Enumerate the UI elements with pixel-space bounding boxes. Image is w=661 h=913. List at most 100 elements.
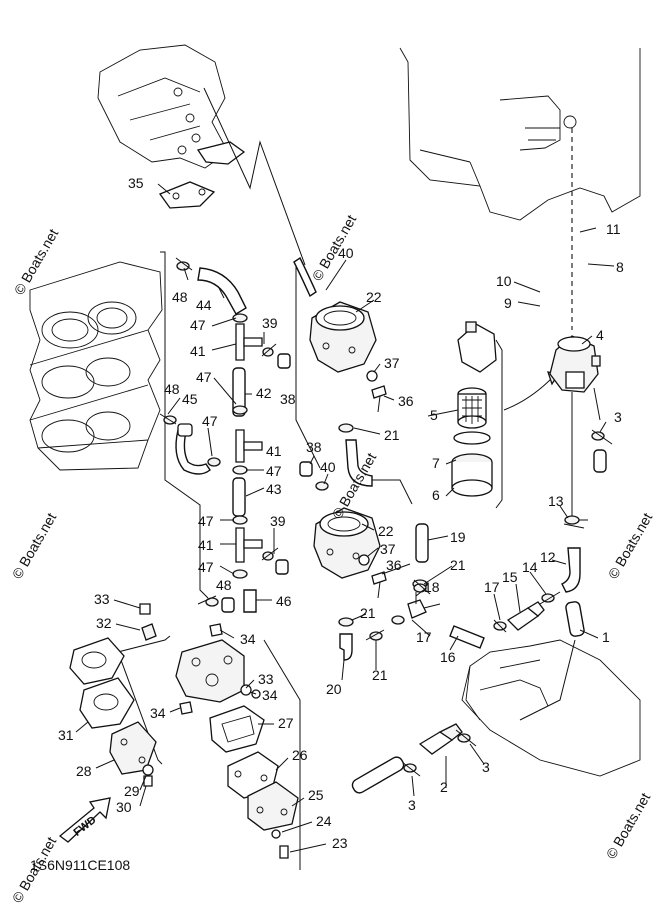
diagram-code: 1S6N911CE108 (30, 857, 130, 873)
joint-15 (506, 601, 545, 631)
callout-41-c: 41 (198, 537, 214, 553)
fuel-line-right-2 (593, 387, 601, 421)
clip-17-right (493, 619, 507, 633)
callout-38-a: 38 (280, 391, 296, 407)
fuel-line-middle (372, 479, 413, 505)
callout-32-a: 32 (96, 615, 112, 631)
callout-47-d: 47 (266, 463, 282, 479)
bracket-left (160, 251, 209, 599)
callout-7: 7 (432, 455, 440, 471)
callout-41-b: 41 (266, 443, 282, 459)
callout-48-mid: 48 (164, 381, 180, 397)
callout-8: 8 (616, 259, 624, 275)
filter-cup-6 (451, 453, 493, 497)
callout-25: 25 (308, 787, 324, 803)
hose-19 (415, 523, 429, 563)
callout-47-c: 47 (202, 413, 218, 429)
body-32 (141, 623, 245, 703)
hose-40-upper (293, 256, 317, 298)
callout-33-a: 33 (94, 591, 110, 607)
callout-2: 2 (440, 779, 448, 795)
bracket-lower-right (263, 639, 301, 870)
screws-36 (358, 370, 387, 599)
callout-37-a: 37 (384, 355, 400, 371)
hose-38-upper (277, 353, 291, 369)
hose-12 (561, 547, 581, 593)
callout-17-b: 17 (484, 579, 500, 595)
callout-14: 14 (522, 559, 538, 575)
bottom-cowling-outline (461, 639, 641, 777)
callout-18: 18 (424, 579, 440, 595)
callout-4: 4 (596, 327, 604, 343)
callout-47-f: 47 (198, 559, 214, 575)
cylinder-block-outline (29, 261, 163, 471)
callout-30: 30 (116, 799, 132, 815)
callout-10: 10 (496, 273, 512, 289)
callout-3-right: 3 (614, 409, 622, 425)
fuel-line-left (295, 260, 321, 469)
hose-21-upper (345, 439, 373, 487)
fuel-line-right (571, 392, 588, 521)
callout-13: 13 (548, 493, 564, 509)
filter-bracket-exploded (457, 321, 497, 373)
hose-3-right (593, 449, 607, 473)
callout-43: 43 (266, 481, 282, 497)
callout-47-b: 47 (196, 369, 212, 385)
filter-element-5 (457, 387, 487, 429)
callout-5: 5 (430, 407, 438, 423)
callout-42: 42 (256, 385, 272, 401)
hose-44 (197, 267, 247, 315)
callout-28: 28 (76, 763, 92, 779)
filter-bracket-group (495, 339, 503, 509)
watermark-main: © Boats.net (11, 226, 62, 298)
callout-12: 12 (540, 549, 556, 565)
callout-31: 31 (58, 727, 74, 743)
callout-1: 1 (602, 629, 610, 645)
callout-39-a: 39 (262, 315, 278, 331)
hose-20 (339, 633, 353, 661)
fitting-48-lower (221, 597, 235, 613)
hose-1 (565, 601, 585, 637)
callout-48-low: 48 (216, 577, 232, 593)
fitting-45 (177, 423, 193, 437)
fuel-line-lower-right (519, 639, 576, 721)
callout-34-b: 34 (150, 705, 166, 721)
diaphragm-26 (227, 751, 279, 799)
callout-29: 29 (124, 783, 140, 799)
callout-26: 26 (292, 747, 308, 763)
connector-2 (418, 723, 463, 755)
hose-16 (449, 625, 485, 649)
fuel-pump-lower-22 (313, 507, 381, 579)
tee-41-middle (235, 429, 263, 463)
upper-casing-outline (399, 47, 641, 221)
callout-45: 45 (182, 391, 198, 407)
gasket-35 (158, 141, 246, 209)
fuel-pump-upper-22 (309, 301, 377, 373)
watermark-right-mid: © Boats.net (605, 510, 656, 582)
callout-9: 9 (504, 295, 512, 311)
callout-21-a: 21 (384, 427, 400, 443)
screws-29-30 (142, 764, 154, 787)
callout-23: 23 (332, 835, 348, 851)
leader-zigzag (203, 87, 306, 266)
callout-21-d: 21 (372, 667, 388, 683)
callout-47-a: 47 (190, 317, 206, 333)
callout-46: 46 (276, 593, 292, 609)
callout-41-a: 41 (190, 343, 206, 359)
callout-48-top: 48 (172, 289, 188, 305)
fuel-filter-4 (549, 335, 601, 393)
callout-34-a: 34 (240, 631, 256, 647)
hose-43 (232, 477, 246, 517)
callout-47-e: 47 (198, 513, 214, 529)
clip-13 (563, 515, 585, 529)
callout-17-a: 17 (416, 629, 432, 645)
leader-lines (75, 183, 615, 853)
watermark-right-bottom: © Boats.net (603, 790, 654, 862)
callout-11: 11 (606, 221, 621, 237)
callout-22-a: 22 (366, 289, 382, 305)
tee-41-lower (235, 527, 263, 563)
fitting-39-lower (275, 559, 289, 575)
callout-37-b: 37 (380, 541, 396, 557)
callout-3-bottom-right: 3 (482, 759, 490, 775)
callout-labels: 35 48 44 47 41 39 47 42 38 48 45 47 41 4… (58, 175, 624, 851)
